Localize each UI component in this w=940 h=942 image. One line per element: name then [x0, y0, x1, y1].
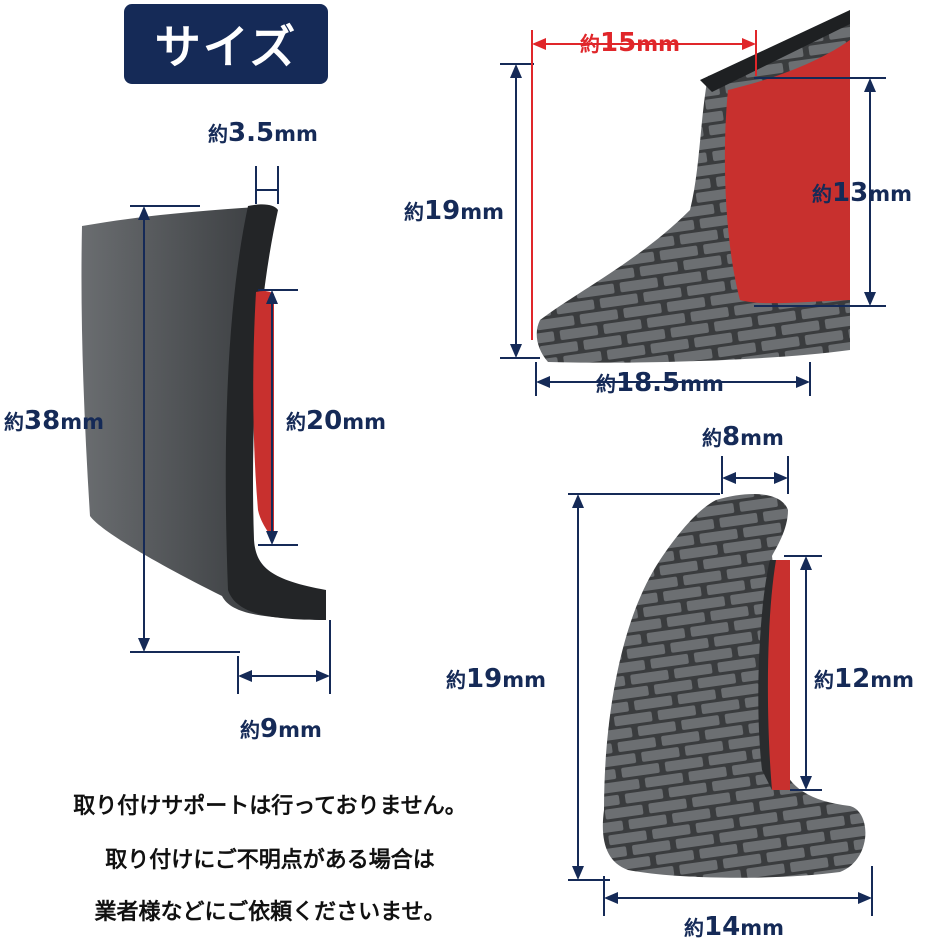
dim-label-9mm: 約9mm [240, 714, 322, 744]
red-dimension-arrowheads [532, 38, 756, 50]
dim-label-8mm: 約8mm [702, 422, 784, 452]
notice-line-2: 取り付けにご不明点がある場合は [105, 848, 435, 873]
product-corner-top [536, 10, 850, 363]
dim-label-15mm: 約15mm [580, 28, 680, 58]
dimension-lines [130, 63, 886, 916]
dim-label-13mm: 約13mm [812, 178, 912, 208]
dimension-arrowheads [138, 64, 876, 904]
dim-label-38mm: 約38mm [4, 406, 104, 436]
dim-label-14mm: 約14mm [684, 912, 784, 942]
dim-label-12mm: 約12mm [814, 664, 914, 694]
product-profile-bottom [602, 494, 866, 878]
dim-label-19mm-bottom: 約19mm [446, 664, 546, 694]
dim-label-20mm: 約20mm [286, 406, 386, 436]
size-title-badge: サイズ [124, 4, 328, 84]
dim-label-19mm-top: 約19mm [404, 196, 504, 226]
notice-line-1: 取り付けサポートは行っておりません。 [73, 794, 467, 819]
notice-line-3: 業者様などにご依頼くださいませ。 [94, 900, 446, 925]
red-dimension-lines [531, 30, 757, 340]
size-title: サイズ [154, 20, 298, 74]
product-strip-left [81, 204, 327, 620]
dim-label-3-5mm: 約3.5mm [208, 118, 318, 148]
dim-label-18-5mm: 約18.5mm [596, 368, 724, 398]
